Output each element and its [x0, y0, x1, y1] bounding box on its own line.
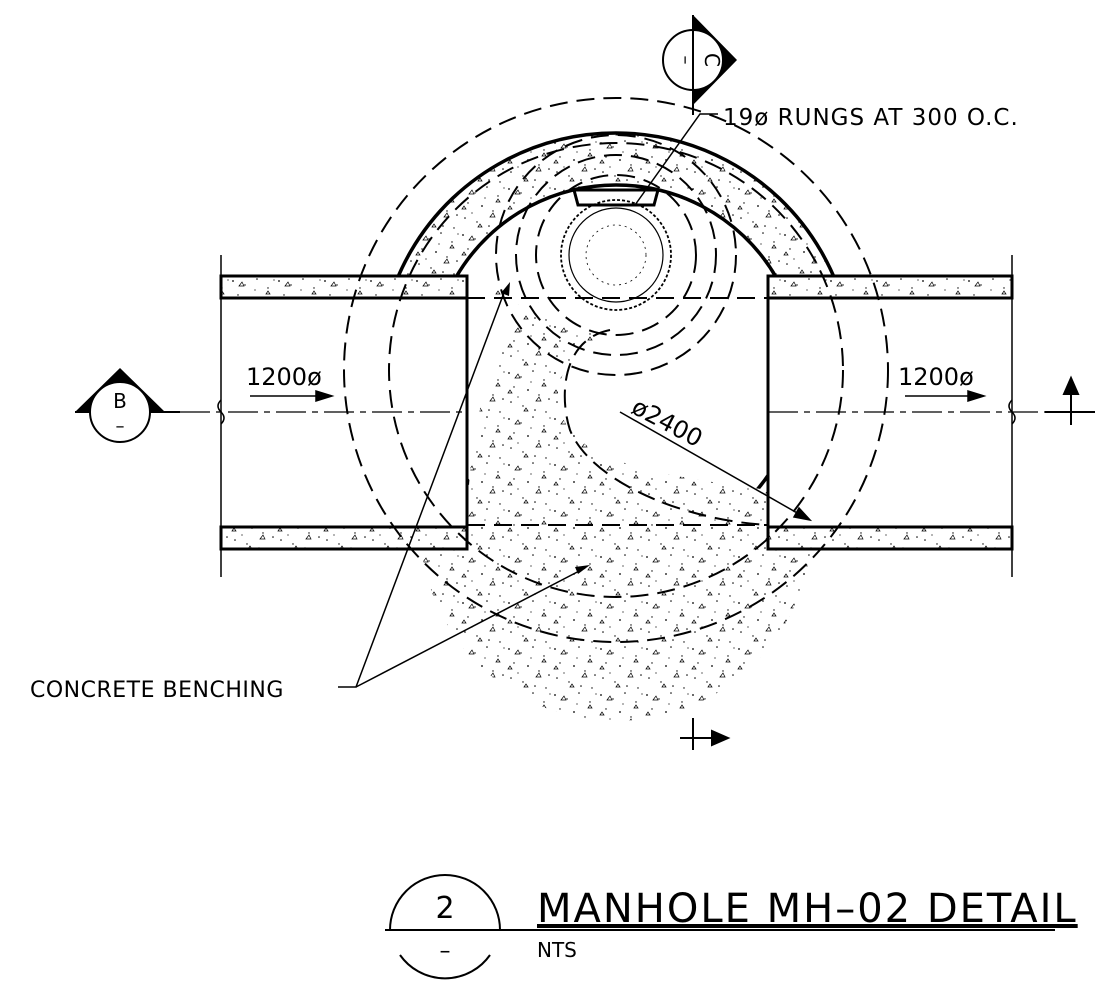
detail-sheet: – [440, 939, 451, 964]
diameter-label: ø2400 [627, 393, 707, 453]
rungs-leader [634, 113, 718, 206]
section-marker-b [75, 368, 180, 443]
flow-arrows [250, 389, 987, 403]
detail-number: 2 [435, 891, 454, 926]
pipe-in-label: 1200ø [246, 363, 322, 391]
section-marker-c [662, 15, 737, 115]
concrete-benching [420, 290, 812, 721]
section-b-sheet: – [116, 416, 125, 437]
outlet-pipe [766, 255, 1014, 577]
section-b-letter: B [113, 389, 127, 413]
pipe-out-label: 1200ø [898, 363, 974, 391]
detail-title: MANHOLE MH–02 DETAIL [537, 886, 1078, 932]
detail-scale: NTS [537, 938, 577, 962]
access-opening [560, 188, 672, 311]
hidden-lines [343, 97, 889, 643]
break-marks [217, 399, 1016, 425]
diameter-dimension [619, 411, 813, 522]
section-cut-markers [680, 375, 1095, 750]
benching-leaders [338, 289, 586, 688]
section-c-sheet: – [675, 56, 696, 65]
title-block [385, 874, 1055, 980]
benching-label: CONCRETE BENCHING [30, 678, 284, 703]
rungs-label: 19ø RUNGS AT 300 O.C. [723, 105, 1019, 131]
section-c-letter: C [700, 53, 724, 67]
inlet-pipe [219, 255, 469, 577]
